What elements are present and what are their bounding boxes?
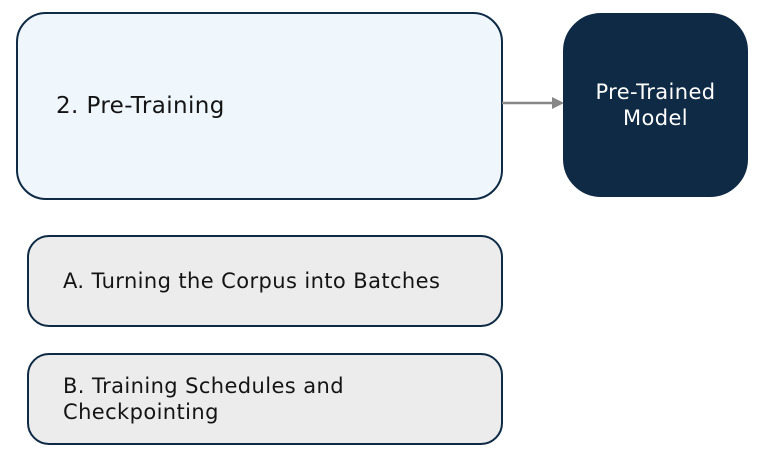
arrow-right-icon [502, 97, 564, 109]
node-pretrained-model: Pre-Trained Model [563, 13, 748, 197]
node-subtopic-b-label: B. Training Schedules and Checkpointing [63, 373, 344, 424]
node-pretrained-model-label: Pre-Trained Model [595, 79, 716, 130]
node-subtopic-a-label: A. Turning the Corpus into Batches [63, 268, 441, 293]
node-pretraining: 2. Pre-Training [16, 12, 503, 200]
node-subtopic-a: A. Turning the Corpus into Batches [27, 235, 503, 327]
node-pretraining-label: 2. Pre-Training [56, 92, 225, 119]
node-subtopic-b: B. Training Schedules and Checkpointing [27, 353, 503, 445]
